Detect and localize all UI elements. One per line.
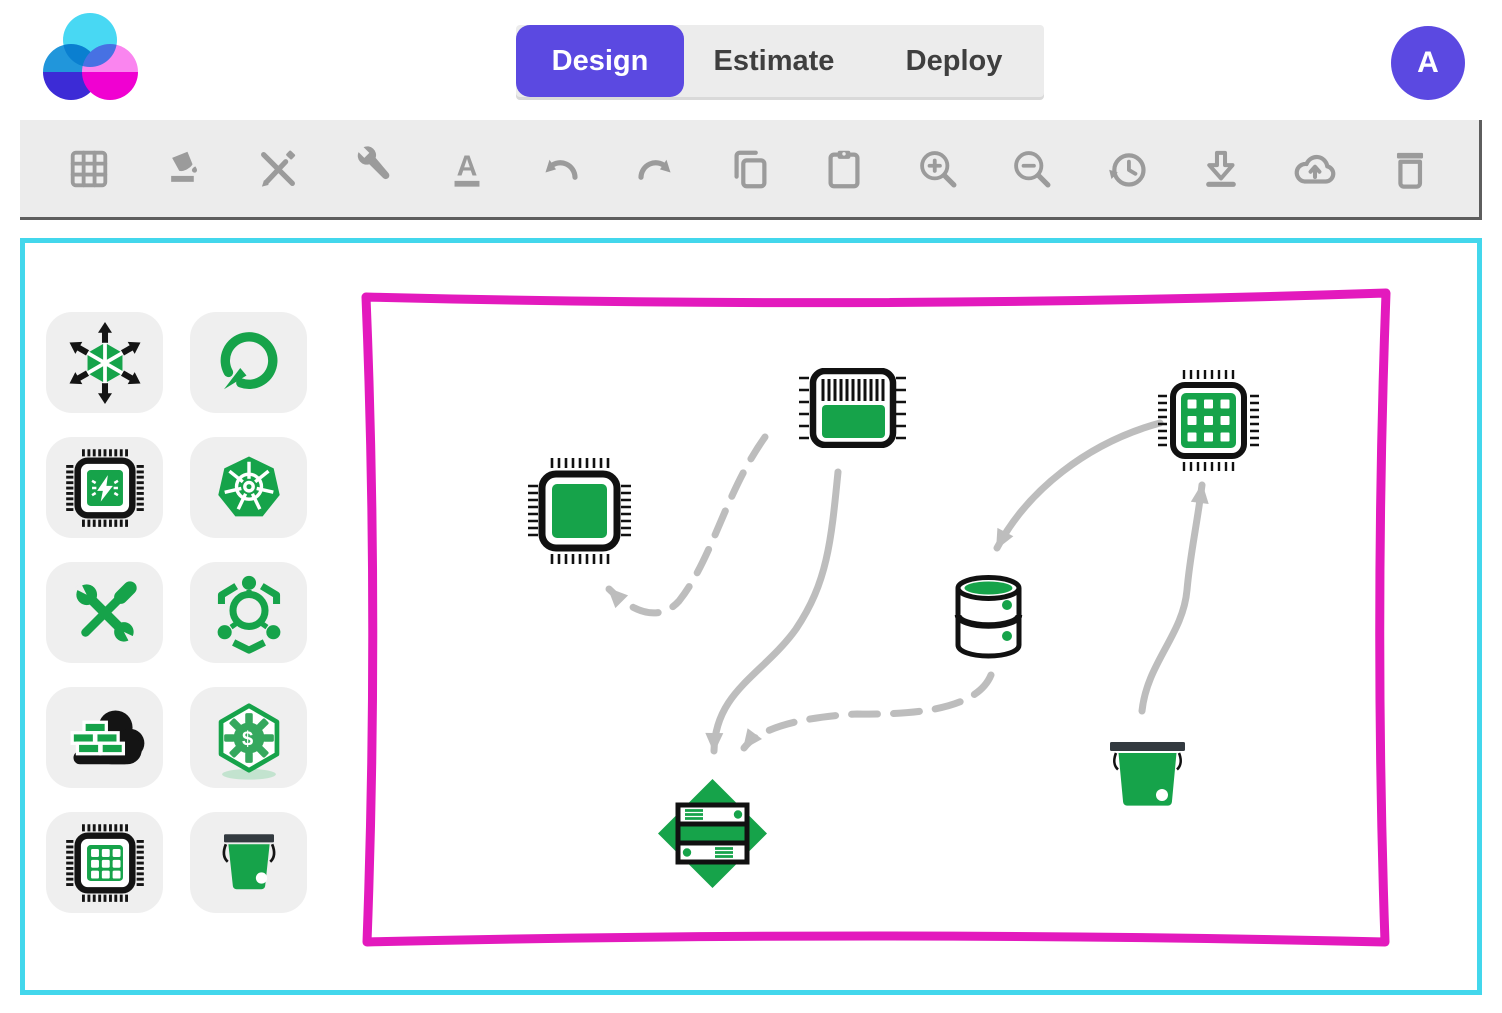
palette-item-tools[interactable] <box>46 562 163 663</box>
mode-tabbar: Design Estimate Deploy <box>516 25 1044 97</box>
cloud-upload-icon[interactable] <box>1290 144 1340 194</box>
edge-bucket-to-chipgrid[interactable] <box>1138 481 1209 715</box>
magenta-frame[interactable] <box>361 288 1391 947</box>
edge-chipgrid-to-database[interactable] <box>993 419 1164 552</box>
zoom-out-icon[interactable] <box>1007 144 1057 194</box>
history-icon[interactable] <box>1102 144 1152 194</box>
palette-item-chip-bolt[interactable] <box>46 437 163 538</box>
node-chip-plain[interactable] <box>522 456 637 571</box>
user-avatar[interactable]: A <box>1391 26 1465 100</box>
tab-design[interactable]: Design <box>516 25 684 97</box>
paste-icon[interactable] <box>819 144 869 194</box>
palette-item-scale-out-hexagon[interactable] <box>46 312 163 413</box>
edge-chipram-to-chipplain[interactable] <box>605 433 769 617</box>
undo-icon[interactable] <box>536 144 586 194</box>
design-canvas: $ <box>20 238 1482 995</box>
copy-icon[interactable] <box>725 144 775 194</box>
node-chip-ram[interactable] <box>797 367 908 453</box>
tab-deploy[interactable]: Deploy <box>905 44 1003 77</box>
wrench-icon[interactable] <box>347 144 397 194</box>
palette-item-kubernetes[interactable] <box>190 437 307 538</box>
toolbar: A <box>20 120 1482 220</box>
edge-database-to-server[interactable] <box>740 671 995 752</box>
underline-text-icon[interactable]: A <box>442 144 492 194</box>
fill-color-icon[interactable] <box>159 144 209 194</box>
palette-item-storage-bucket[interactable] <box>190 812 307 913</box>
palette-item-firewall-cloud[interactable] <box>46 687 163 788</box>
palette-item-gauge[interactable] <box>190 312 307 413</box>
diagram-layer <box>361 288 1391 947</box>
palette-item-service-mesh[interactable] <box>190 562 307 663</box>
svg-text:$: $ <box>242 728 253 750</box>
component-palette: $ <box>46 312 307 913</box>
node-database[interactable] <box>951 574 1026 664</box>
trash-icon[interactable] <box>1385 144 1435 194</box>
node-server-stack[interactable] <box>655 776 770 896</box>
edge-chipram-to-server[interactable] <box>705 468 842 755</box>
grid-icon[interactable] <box>64 144 114 194</box>
palette-item-chip-grid[interactable] <box>46 812 163 913</box>
zoom-in-icon[interactable] <box>913 144 963 194</box>
node-bucket[interactable] <box>1105 733 1190 823</box>
app-logo <box>43 13 138 100</box>
palette-item-cost-gear[interactable]: $ <box>190 687 307 788</box>
redo-icon[interactable] <box>630 144 680 194</box>
tab-estimate[interactable]: Estimate <box>713 44 835 77</box>
design-tools-icon[interactable] <box>253 144 303 194</box>
svg-text:A: A <box>456 150 477 182</box>
node-chip-grid[interactable] <box>1156 368 1261 478</box>
download-icon[interactable] <box>1196 144 1246 194</box>
